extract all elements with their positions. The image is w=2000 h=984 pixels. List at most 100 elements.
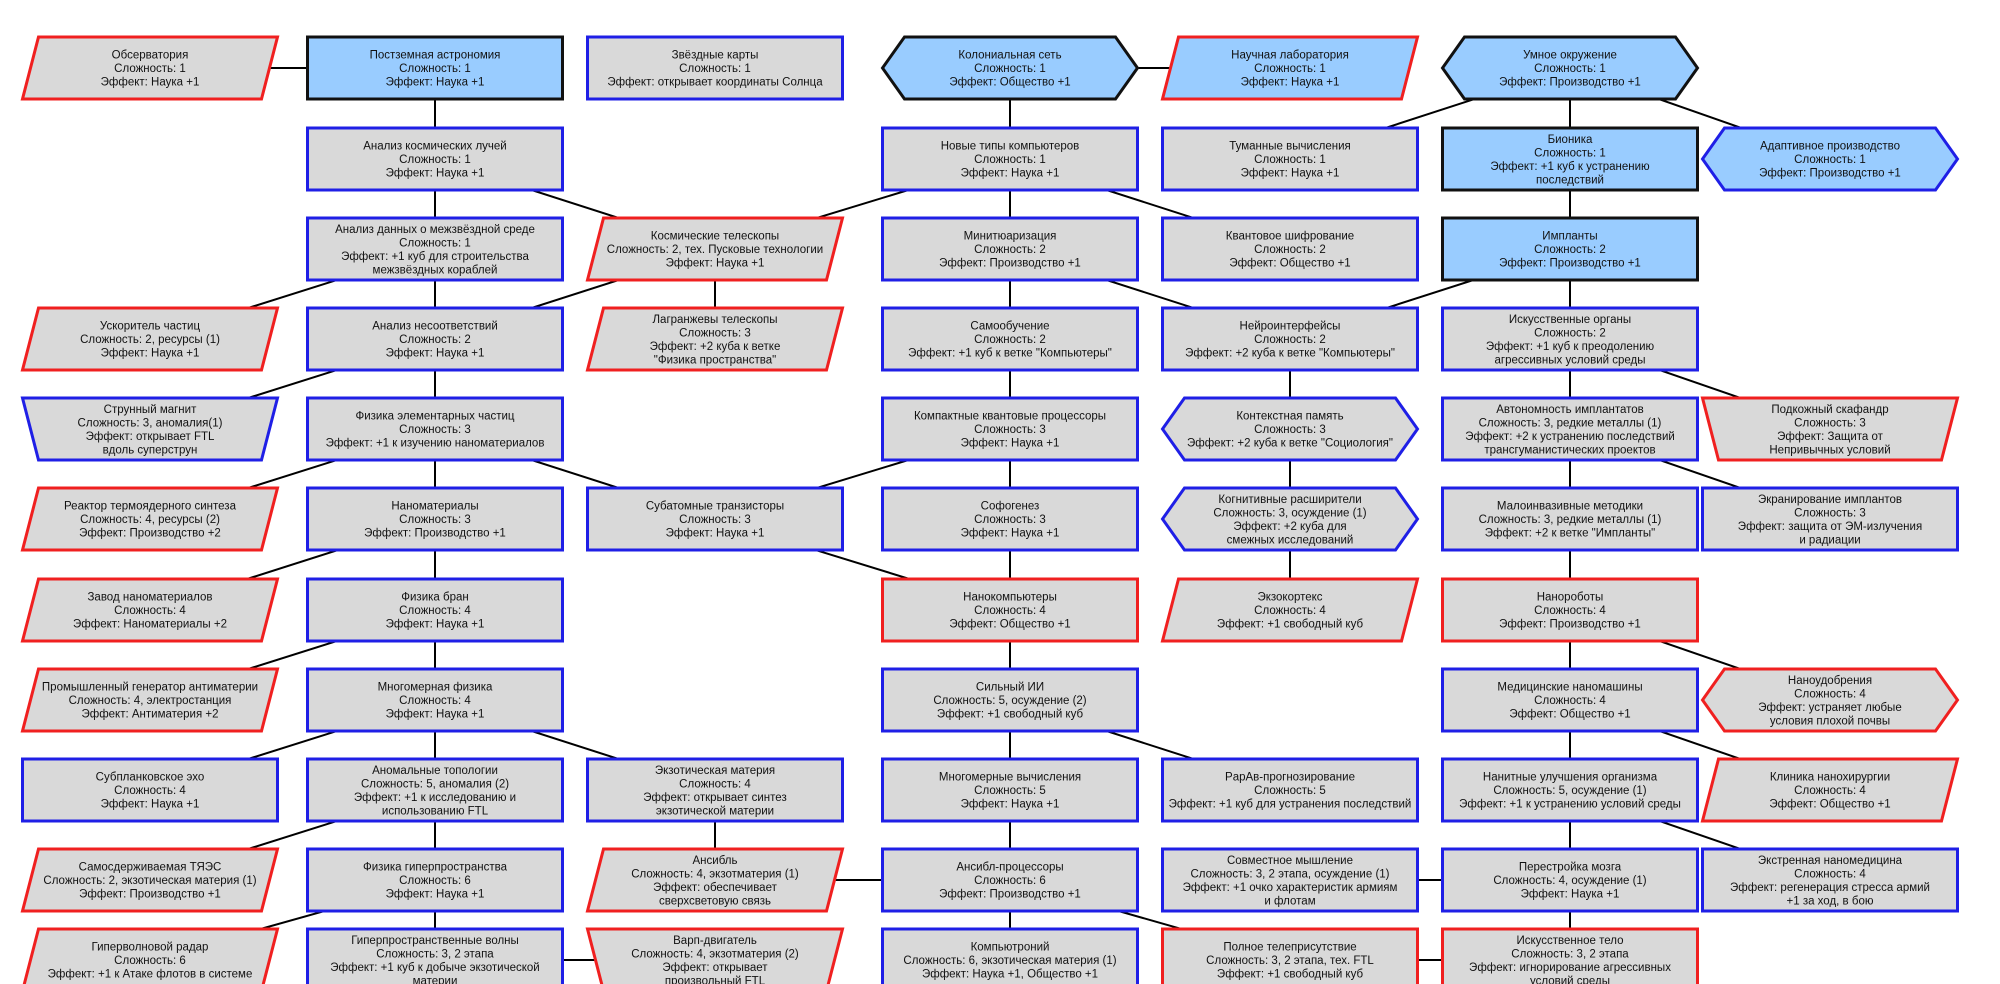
node-detail: Эффект: игнорирование агрессивных (1469, 962, 1671, 974)
node-title: Сильный ИИ (976, 682, 1044, 694)
node-detail: Сложность: 4 (1794, 688, 1866, 700)
node-detail: Сложность: 6, экзотическая материя (1) (903, 955, 1116, 967)
node-detail: Эффект: +1 куб к преодолению (1486, 341, 1655, 353)
node-shape-rect (586, 35, 844, 101)
node-detail: Сложность: 4, экзотматерия (2) (631, 948, 799, 960)
node-shape-para (20, 667, 280, 733)
node-detail: Сложность: 1 (679, 63, 751, 75)
node-detail: Сложность: 6 (399, 875, 471, 887)
tech-node-ism[interactable]: Анализ данных о межзвёздной средеСложнос… (306, 216, 564, 282)
node-detail: +1 за ход, в бою (1787, 895, 1874, 907)
node-detail: Сложность: 1 (974, 154, 1046, 166)
node-title: Медицинские наномашины (1497, 682, 1642, 694)
node-detail: Эффект: +1 куб для устранения последстви… (1169, 799, 1412, 811)
node-detail: Сложность: 1 (399, 237, 471, 249)
node-title: Реактор термоядерного синтеза (64, 501, 237, 513)
node-detail: Эффект: Наука +1 (666, 258, 765, 270)
node-detail: Сложность: 3, 2 этапа (1511, 948, 1629, 960)
node-shape-rect (1161, 847, 1419, 913)
node-title: Экзокортекс (1257, 592, 1322, 604)
node-title: Гиперволновой радар (92, 942, 209, 954)
node-shape-rect (881, 577, 1139, 643)
node-detail: Сложность: 1 (974, 63, 1046, 75)
node-detail: смежных исследований (1227, 534, 1354, 546)
node-title: Физика элементарных частиц (355, 411, 514, 423)
node-detail: Эффект: Наука +1 (101, 799, 200, 811)
node-title: Субпланковское эхо (96, 772, 205, 784)
node-detail: Сложность: 1 (1534, 63, 1606, 75)
node-shape-rect (1441, 577, 1699, 643)
node-detail: Сложность: 6 (974, 875, 1046, 887)
node-shape-rect (306, 486, 564, 552)
node-detail: Эффект: защита от ЭМ-излучения (1738, 521, 1922, 533)
node-detail: Сложность: 4 (1534, 605, 1606, 617)
node-shape-rect (1441, 306, 1699, 372)
tech-node-compactq[interactable]: Компактные квантовые процессорыСложность… (881, 396, 1139, 462)
tech-node-fusion[interactable]: Реактор термоядерного синтезаСложность: … (20, 486, 280, 552)
node-detail: Эффект: +1 куб к ветке "Компьютеры" (908, 348, 1112, 360)
tech-node-antimatter[interactable]: Промышленный генератор антиматерииСложно… (20, 667, 280, 733)
